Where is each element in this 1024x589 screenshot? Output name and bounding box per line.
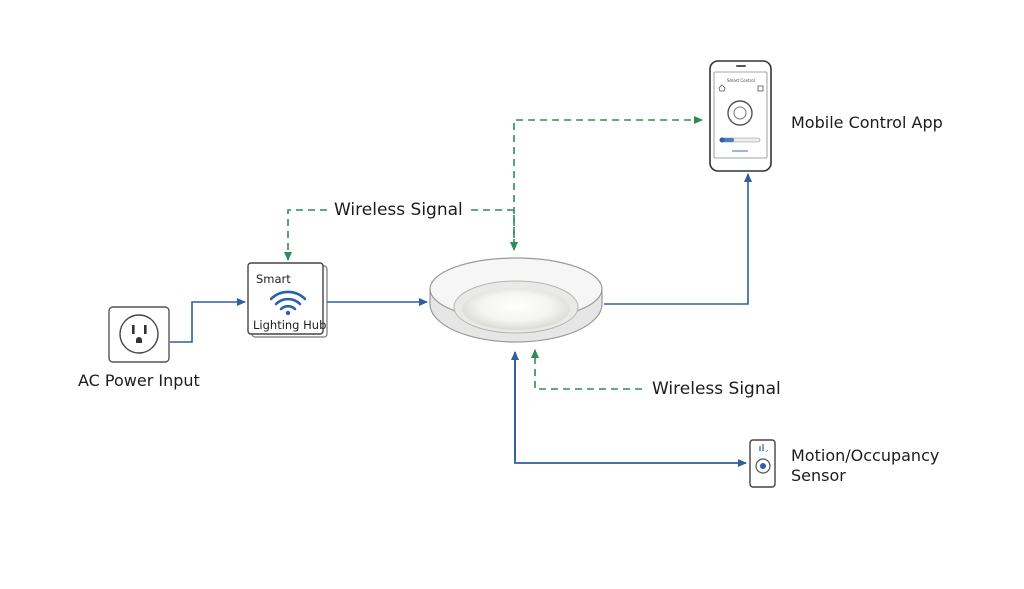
- edge-wireless-light-to-app: [510, 116, 703, 251]
- hub-label-bottom: Lighting Hub: [253, 318, 327, 332]
- edge-light-to-sensor: [511, 351, 747, 467]
- edge-wireless-light-to-hub: [284, 209, 514, 261]
- edge-wireless-sensor-to-light: [531, 349, 642, 390]
- edge-power-to-hub: [170, 298, 246, 343]
- sensor-label-line2: Sensor: [791, 466, 846, 485]
- wireless-signal-label-hub: Wireless Signal: [334, 200, 463, 220]
- phone-screen-title: Smart Control: [727, 78, 755, 83]
- wifi-icon: [269, 290, 307, 316]
- lighting-hub-box: [247, 262, 328, 338]
- power-input-label: AC Power Input: [78, 371, 200, 390]
- motion-sensor-icon: [749, 439, 776, 488]
- mobile-app-label: Mobile Control App: [791, 113, 943, 132]
- smartphone-icon: [709, 60, 772, 172]
- edge-light-to-app: [604, 173, 752, 305]
- sensor-label-line1: Motion/Occupancy: [791, 446, 940, 465]
- hub-label-top: Smart: [256, 272, 291, 286]
- recessed-light-icon: [429, 257, 603, 343]
- wireless-signal-label-sensor: Wireless Signal: [652, 379, 781, 399]
- power-outlet-icon: [108, 306, 170, 363]
